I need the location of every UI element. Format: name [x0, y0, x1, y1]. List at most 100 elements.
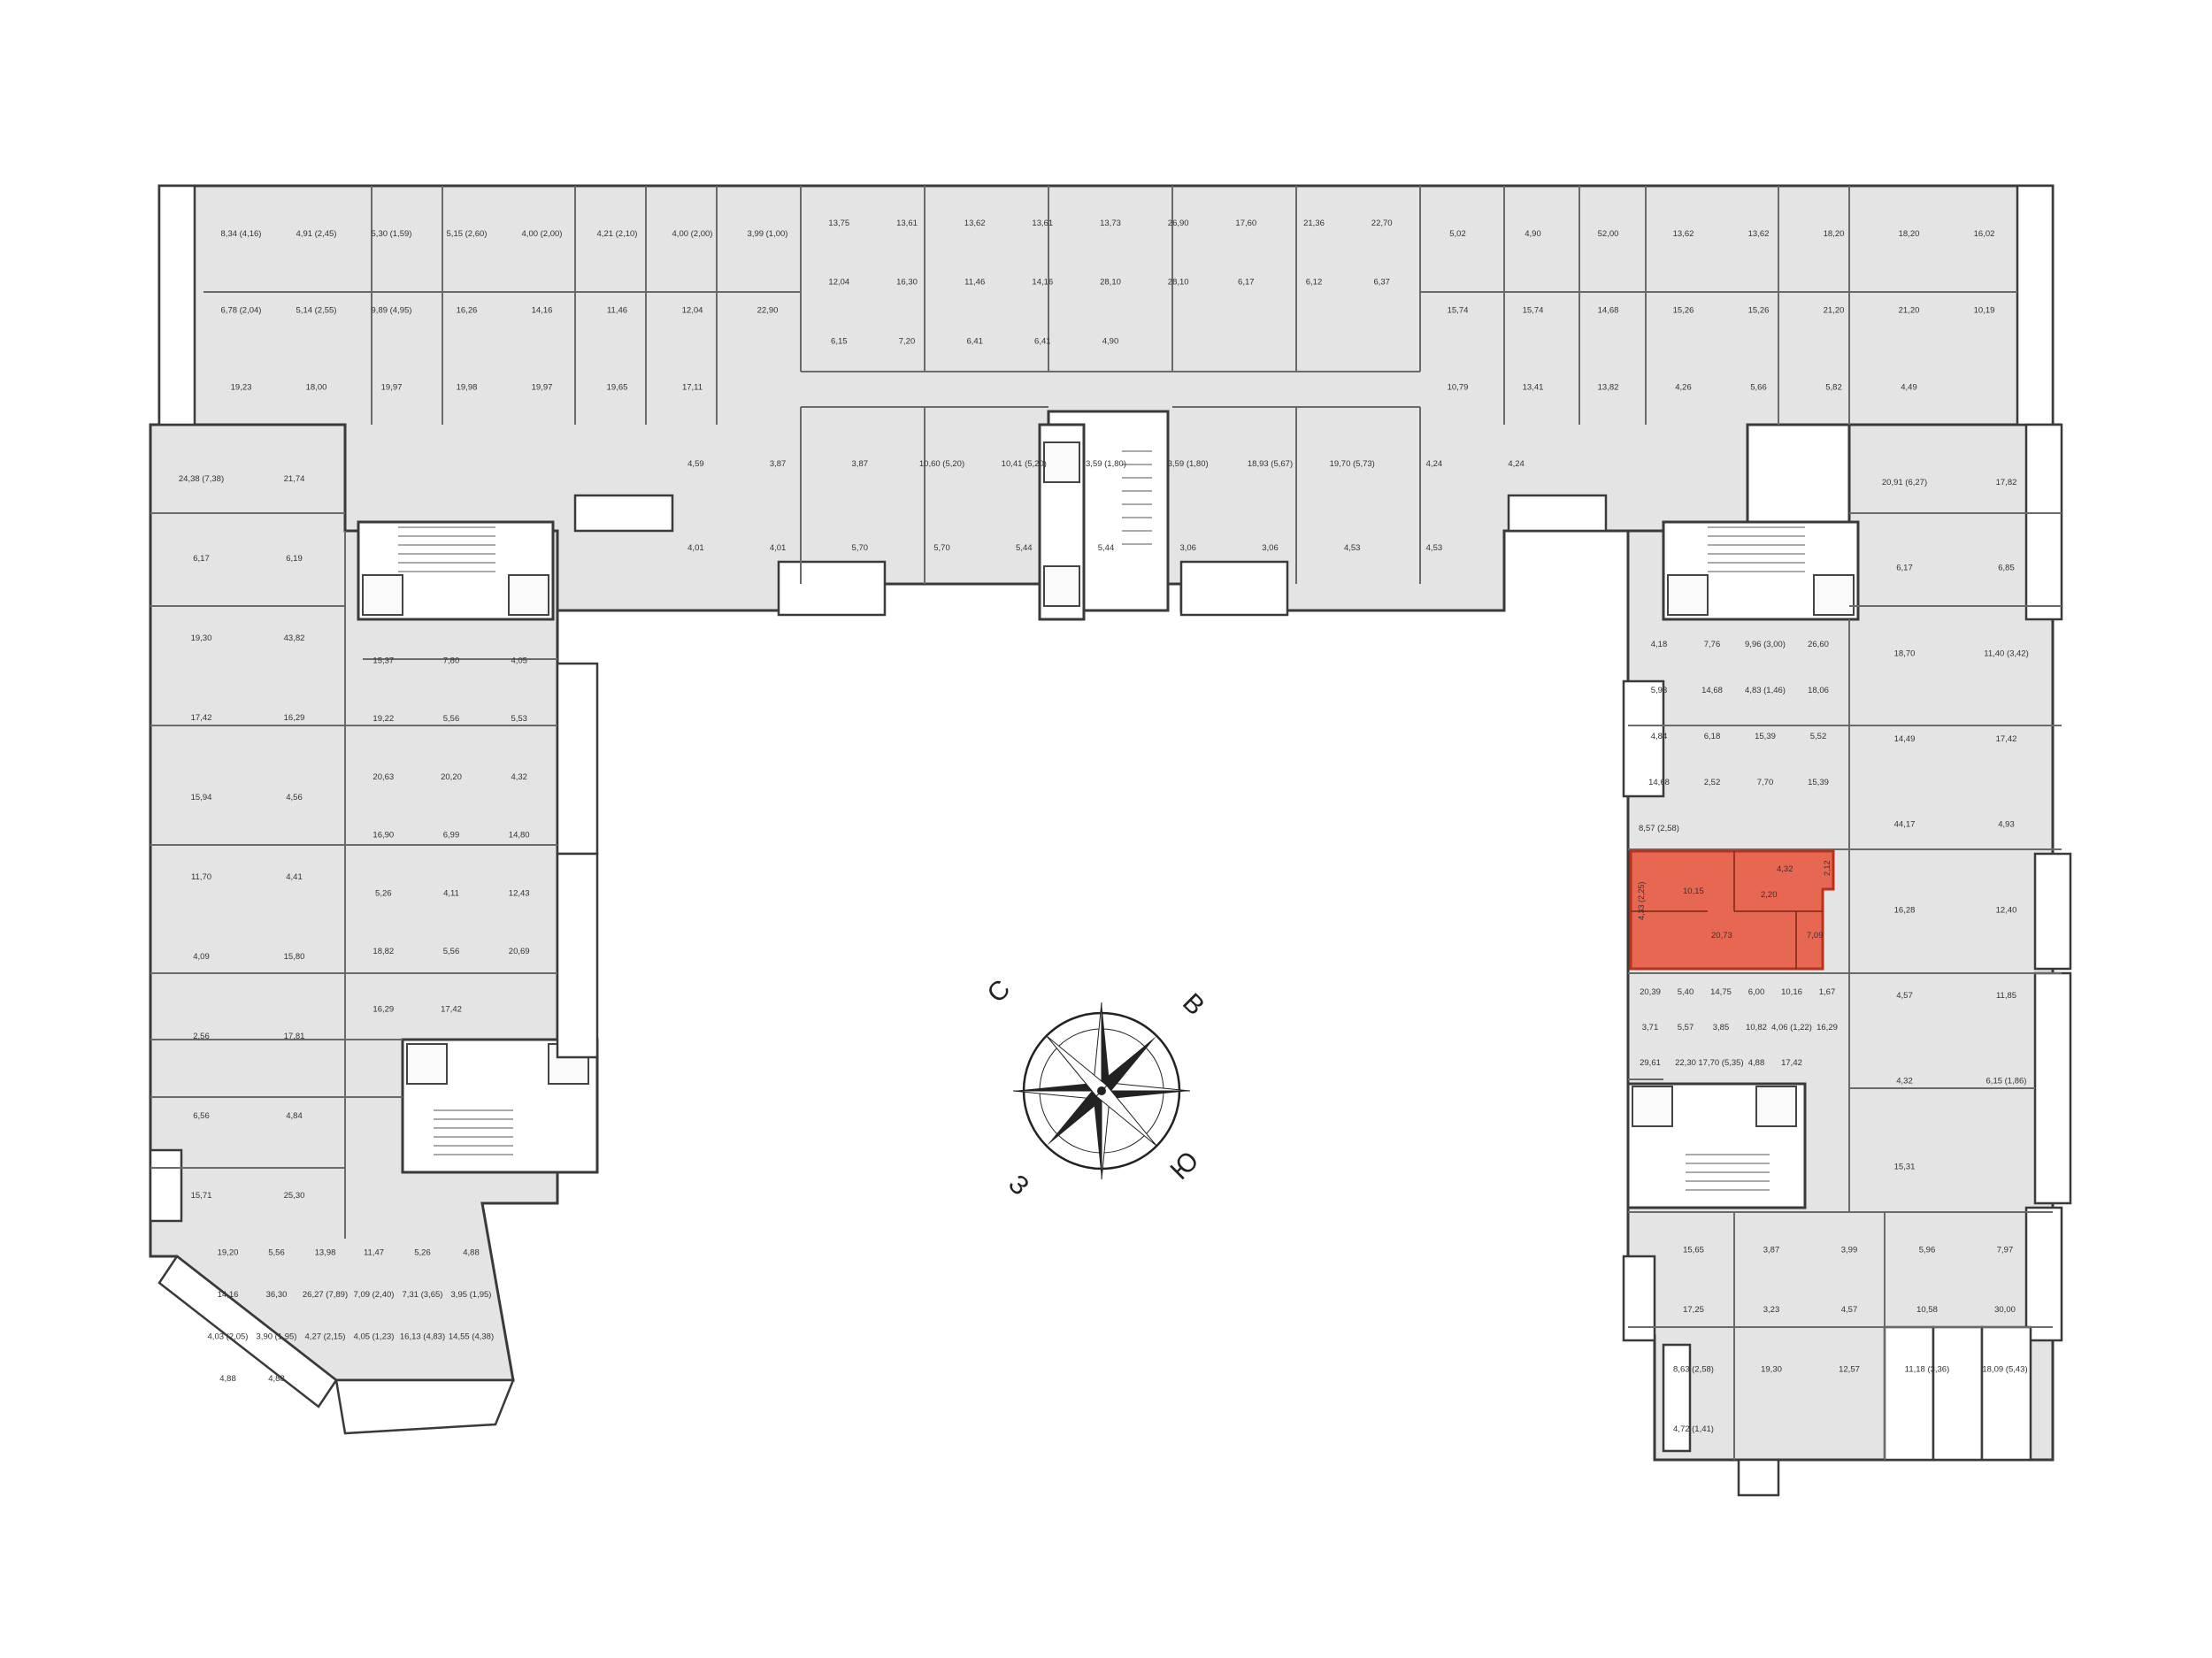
room-area-label: 18,00 — [306, 382, 327, 392]
room-area-label: 4,01 — [687, 543, 704, 553]
lifts — [362, 441, 1855, 1127]
room-area-label: 3,71 — [1642, 1023, 1659, 1032]
room-area-label: 4,90 — [1102, 336, 1119, 346]
highlighted-apartment[interactable]: 4,33 (2,25) 10,15 4,32 2,20 2,12 20,73 7… — [1629, 849, 1835, 971]
hl-area-bath: 4,32 — [1777, 864, 1793, 874]
room-area-label: 12,04 — [828, 278, 849, 288]
room-area-label: 8,34 (4,16) — [221, 229, 262, 239]
room-area-label: 6,99 — [443, 831, 460, 841]
room-area-label: 15,74 — [1523, 306, 1544, 316]
room-area-label: 13,41 — [1523, 382, 1544, 392]
room-area-label: 11,85 — [1996, 991, 2016, 1001]
room-area-label: 26,27 (7,89) — [303, 1290, 348, 1300]
room-area-label: 11,47 — [364, 1248, 384, 1258]
room-area-label: 14,68 — [1598, 306, 1619, 316]
room-area-label: 16,30 — [896, 278, 918, 288]
room-area-label: 17,25 — [1683, 1305, 1704, 1315]
room-area-label: 6,12 — [1306, 278, 1323, 288]
room-area-label: 19,20 — [218, 1248, 239, 1258]
room-area-label: 4,57 — [1841, 1305, 1858, 1315]
room-area-label: 3,99 (1,00) — [748, 229, 788, 239]
room-area-label: 17,81 — [284, 1032, 305, 1041]
room-partitions — [150, 186, 2062, 1460]
room-area-label: 15,65 — [1683, 1246, 1704, 1255]
room-area-label: 15,39 — [1808, 778, 1829, 787]
room-area-label: 21,36 — [1303, 219, 1325, 228]
room-area-label: 3,90 (1,95) — [257, 1332, 297, 1342]
room-area-label: 14,16 — [218, 1290, 239, 1300]
room-area-label: 13,61 — [1032, 219, 1053, 228]
room-area-label: 14,16 — [532, 306, 553, 316]
room-area-label: 19,97 — [532, 382, 553, 392]
room-area-label: 16,13 (4,83) — [400, 1332, 445, 1342]
room-area-label: 18,20 — [1824, 229, 1845, 239]
room-area-label: 11,40 (3,42) — [1984, 649, 2029, 658]
room-area-label: 6,17 — [1238, 278, 1255, 288]
room-area-label: 24,38 (7,38) — [179, 474, 224, 484]
room-area-label: 14,49 — [1894, 734, 1916, 744]
room-area-label: 18,93 (5,67) — [1248, 459, 1293, 469]
room-area-label: 10,82 — [1746, 1023, 1767, 1032]
building-outline — [149, 184, 2062, 1462]
room-area-label: 3,06 — [1262, 543, 1279, 553]
room-area-label: 17,11 — [682, 382, 703, 392]
room-area-label: 13,62 — [1748, 229, 1770, 239]
room-area-label: 20,69 — [509, 947, 530, 956]
room-area-label: 6,18 — [1704, 732, 1721, 741]
room-area-label: 16,29 — [373, 1005, 394, 1015]
room-area-label: 4,88 — [268, 1374, 285, 1384]
compass-west: З — [1002, 1170, 1034, 1201]
room-area-label: 5,26 — [375, 888, 392, 898]
room-area-label: 13,73 — [1100, 219, 1121, 228]
hl-area-room: 20,73 — [1711, 931, 1732, 940]
room-area-label: 43,82 — [284, 633, 305, 643]
hl-area-kitchen: 10,15 — [1683, 887, 1704, 896]
room-area-label: 18,09 (5,43) — [1982, 1365, 2027, 1375]
room-area-label: 4,26 — [1675, 382, 1692, 392]
room-area-label: 3,85 — [1713, 1023, 1730, 1032]
room-area-label: 5,56 — [268, 1248, 285, 1258]
room-area-label: 12,43 — [509, 888, 530, 898]
room-area-label: 10,19 — [1974, 306, 1995, 316]
room-area-label: 5,96 — [1919, 1246, 1936, 1255]
room-area-label: 4,05 (1,23) — [354, 1332, 395, 1342]
room-area-label: 14,75 — [1710, 987, 1732, 997]
room-area-label: 3,06 — [1179, 543, 1196, 553]
room-area-label: 15,80 — [284, 952, 305, 962]
room-area-label: 4,72 (1,41) — [1673, 1424, 1714, 1434]
room-area-label: 15,71 — [191, 1191, 212, 1201]
room-area-label: 4,06 (1,22) — [1771, 1023, 1812, 1032]
room-area-label: 2,56 — [193, 1032, 210, 1041]
room-area-label: 26,60 — [1808, 640, 1829, 649]
room-area-label: 4,00 (2,00) — [672, 229, 713, 239]
room-area-label: 11,46 — [964, 278, 985, 288]
room-area-label: 5,52 — [1810, 732, 1827, 741]
room-area-label: 13,75 — [828, 219, 849, 228]
room-area-label: 20,20 — [441, 772, 462, 782]
room-area-label: 18,06 — [1808, 686, 1829, 695]
highlighted-apartment-area[interactable] — [1629, 849, 1835, 971]
room-area-label: 36,30 — [266, 1290, 288, 1300]
compass-north: С — [982, 974, 1017, 1009]
room-area-label: 7,80 — [443, 656, 460, 665]
room-area-label: 4,84 — [286, 1111, 303, 1121]
room-area-label: 17,70 (5,35) — [1698, 1058, 1743, 1068]
room-area-label: 18,20 — [1899, 229, 1920, 239]
room-area-label: 25,30 — [284, 1191, 305, 1201]
room-area-label: 15,31 — [1894, 1162, 1916, 1171]
room-area-label: 8,57 (2,58) — [1639, 824, 1679, 833]
room-area-label: 10,58 — [1916, 1305, 1938, 1315]
room-area-label: 1,67 — [1819, 987, 1836, 997]
room-area-label: 4,41 — [286, 872, 303, 882]
room-area-label: 5,15 (2,60) — [447, 229, 488, 239]
room-area-label: 6,41 — [1034, 336, 1051, 346]
room-area-label: 4,27 (2,15) — [305, 1332, 346, 1342]
room-area-label: 21,74 — [284, 474, 305, 484]
room-area-label: 4,88 — [1748, 1058, 1765, 1068]
room-area-label: 7,70 — [1757, 778, 1774, 787]
room-area-label: 19,23 — [231, 382, 252, 392]
room-area-label: 3,87 — [770, 459, 787, 469]
room-area-label: 10,16 — [1781, 987, 1802, 997]
room-area-label: 14,68 — [1701, 686, 1723, 695]
